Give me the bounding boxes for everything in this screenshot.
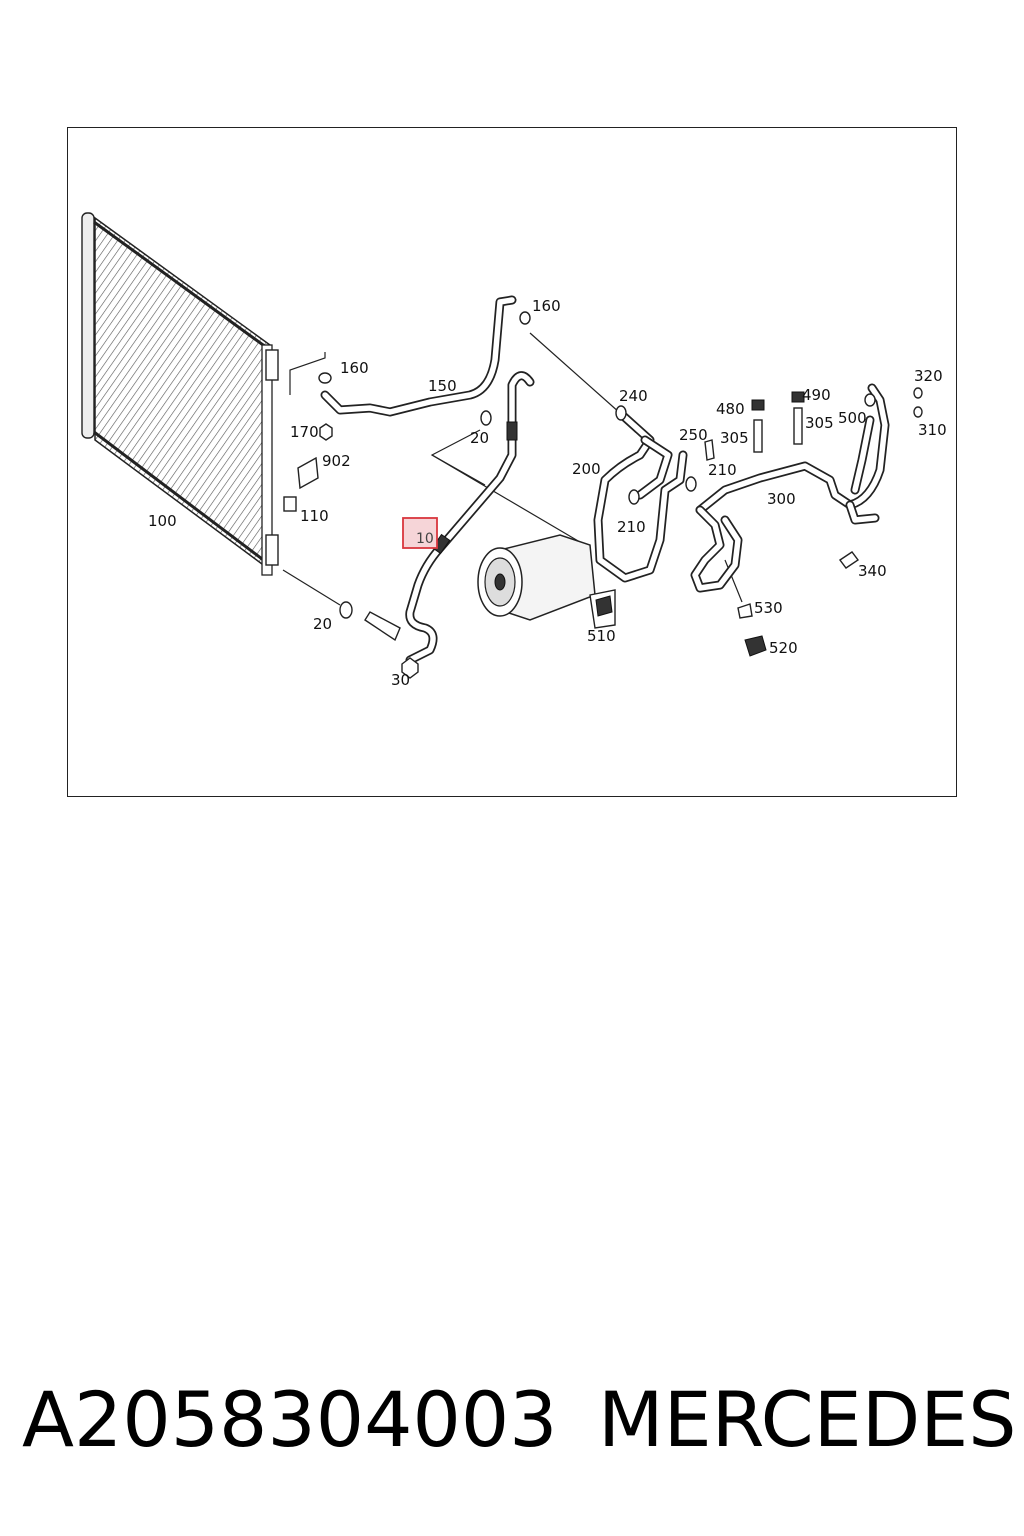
- pipe-10: [364, 371, 535, 665]
- callout-240: 240: [619, 387, 648, 405]
- part-number: A2058304003: [22, 1375, 558, 1464]
- callout-20-upper: 20: [470, 429, 489, 447]
- pipe-300: [690, 383, 890, 593]
- pipe-200: [593, 408, 688, 583]
- callout-520: 520: [769, 639, 798, 657]
- pipe-150: [320, 295, 517, 417]
- callout-100: 100: [148, 512, 177, 530]
- callout-530: 530: [754, 599, 783, 617]
- callout-310: 310: [918, 421, 947, 439]
- leader-lines: [282, 332, 743, 606]
- caption: A2058304003 MERCEDES: [0, 1370, 1024, 1470]
- callout-110: 110: [300, 507, 329, 525]
- brand-name: MERCEDES: [598, 1375, 1017, 1464]
- callout-490: 490: [802, 386, 831, 404]
- callout-305-left: 305: [720, 429, 749, 447]
- small-parts: [283, 311, 923, 679]
- callout-510: 510: [587, 627, 616, 645]
- callout-20-lower: 20: [313, 615, 332, 633]
- callout-labels: 160 160 150 170 20 902 110 100 20 30 240…: [148, 297, 947, 689]
- callout-500: 500: [838, 409, 867, 427]
- callout-30: 30: [391, 671, 410, 689]
- callout-340: 340: [858, 562, 887, 580]
- callout-160-left: 160: [340, 359, 369, 377]
- callout-10: 10: [416, 531, 434, 547]
- callout-320: 320: [914, 367, 943, 385]
- callout-150: 150: [428, 377, 457, 395]
- callout-480: 480: [716, 400, 745, 418]
- condenser-part: [81, 212, 279, 576]
- callout-305-right: 305: [805, 414, 834, 432]
- callout-902: 902: [322, 452, 351, 470]
- callout-200: 200: [572, 460, 601, 478]
- callout-210-right: 210: [708, 461, 737, 479]
- callout-210-left: 210: [617, 518, 646, 536]
- highlighted-callout-10[interactable]: 10: [402, 517, 438, 549]
- callout-300: 300: [767, 490, 796, 508]
- callout-250: 250: [679, 426, 708, 444]
- compressor-part: [477, 534, 616, 629]
- callout-160-top: 160: [532, 297, 561, 315]
- callout-170: 170: [290, 423, 319, 441]
